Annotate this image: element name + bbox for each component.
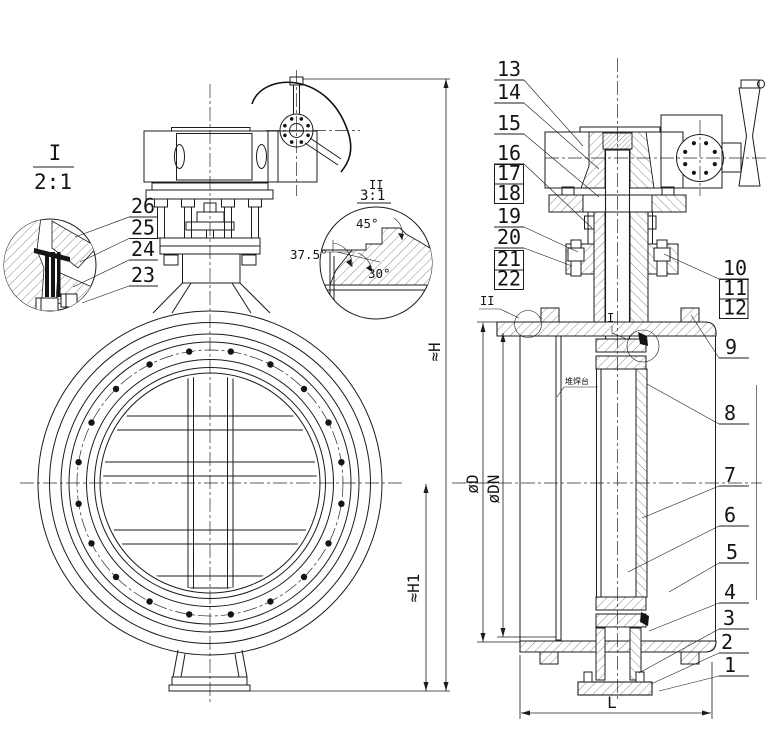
callout-9: 9 [725,335,737,359]
callout-12-box [719,298,749,319]
valve-neck [152,254,271,314]
detail-II: 45° 37.5° 30° II 3:1 [290,178,433,320]
callout-22: 22 [497,267,521,291]
detail2-scale: 3:1 [360,188,385,204]
packing-rings [34,248,70,297]
hardfacing-label: 堆焊台 [565,376,589,386]
callout-23: 23 [131,263,155,287]
dim-H-label: ≈H [425,342,444,361]
callout-16: 16 [497,141,521,165]
seat-detail-marker-circle [626,329,660,363]
callout-12: 12 [723,296,747,320]
marker-I-label: I [607,311,614,325]
marker-II-label: II [480,294,494,308]
callout-18-box [494,183,524,204]
callout-25: 25 [131,216,155,240]
callout-24: 24 [131,237,155,261]
yoke-assembly [145,182,274,266]
detail-II-source-circle [514,310,542,338]
callout-15: 15 [497,111,521,135]
bottom-foot [168,649,251,692]
callout-3: 3 [723,606,735,630]
callout-4: 4 [724,580,736,604]
callout-21: 21 [497,247,521,271]
seat-ring [555,335,562,641]
callout-stack-left: 13 14 15 16 17 18 19 20 21 22 [494,57,600,291]
centerlines [20,58,766,702]
bottom-trunnion [577,627,653,696]
callout-stack-right: 10 11 12 9 8 7 6 5 4 3 2 1 [627,253,749,692]
callout-18: 18 [497,181,521,205]
detail1-scale: 2:1 [34,170,72,194]
stuffing-box [565,211,679,325]
dim-H: ≈H [250,78,450,692]
handwheel-rim [251,81,352,173]
dim-DN: øDN [484,333,556,638]
detail2-id: II [369,178,383,192]
body-flanges [496,307,757,665]
callout-13: 13 [497,57,521,81]
callout-2: 2 [721,630,733,654]
packing-gland [580,131,655,189]
dimensions: ≈H ≈H1 øD øDN L [250,78,713,719]
actuator-flange-bolts [683,141,717,175]
bonnet-plate [548,186,687,213]
angle-45-label: 45° [356,216,379,231]
callout-20: 20 [497,225,521,249]
dim-L: L [519,655,713,719]
angle-30-label: 30° [368,266,391,281]
callout-11: 11 [723,276,747,300]
callout-8: 8 [724,401,736,425]
callout-19: 19 [497,204,521,228]
handwheel-side [738,79,765,187]
callout-14: 14 [497,80,521,104]
dim-L-label: L [607,693,617,712]
callout-10: 10 [723,256,747,280]
angle-annotations [326,217,404,273]
angle-37-label: 37.5° [290,247,328,262]
gearbox [143,127,318,183]
callout-22-box [494,269,524,290]
dim-H1-label: ≈H1 [404,574,423,603]
detail1-id: I [49,141,62,165]
callout-7: 7 [724,463,736,487]
callout-1: 1 [724,653,736,677]
view-markers: II I 堆焊台 [479,294,630,398]
disc-section [595,329,660,628]
bolt-holes [75,348,345,618]
dim-D-label: øD [463,474,482,493]
dim-H1: ≈H1 [404,484,429,691]
callouts: 13 14 15 16 17 18 19 20 21 22 10 11 12 9… [72,57,749,692]
seat-seal-top [638,332,648,346]
dim-DN-label: øDN [484,475,503,504]
callout-stack-detail: 26 25 24 23 [72,194,158,304]
dim-D: øD [463,321,520,643]
callout-17: 17 [497,161,521,185]
callout-6: 6 [724,503,736,527]
detail-I: I 2:1 [3,141,97,312]
callout-26: 26 [131,194,155,218]
callout-5: 5 [726,540,738,564]
hardfacing-annotation: 堆焊台 [556,376,598,398]
seat-seal-bottom [640,612,649,626]
